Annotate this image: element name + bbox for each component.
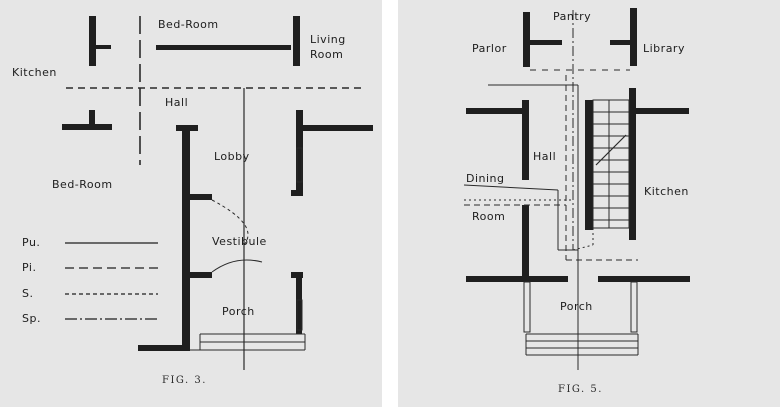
legend-key-sp: Sp. xyxy=(22,312,41,325)
label-porch: Porch xyxy=(222,305,255,318)
label-lobby: Lobby xyxy=(214,150,250,163)
label-living-room: Living Room xyxy=(310,33,346,61)
caption-fig-3: FIG. 3. xyxy=(162,375,207,386)
figure-3-floor-plan xyxy=(62,16,373,370)
caption-fig-5: FIG. 5. xyxy=(558,384,603,395)
label-bed-room-top: Bed-Room xyxy=(158,18,219,31)
label-hall: Hall xyxy=(165,96,189,109)
label-dining: Dining xyxy=(466,172,505,185)
label-kitchen: Kitchen xyxy=(644,185,689,198)
label-pantry: Pantry xyxy=(553,10,592,23)
label-porch: Porch xyxy=(560,300,593,313)
label-library: Library xyxy=(643,42,685,55)
legend-key-pu: Pu. xyxy=(22,236,41,249)
label-hall: Hall xyxy=(533,150,557,163)
figure-5-floor-plan xyxy=(463,8,690,370)
label-room: Room xyxy=(472,210,506,223)
legend-key-s: S. xyxy=(22,287,34,300)
label-parlor: Parlor xyxy=(472,42,507,55)
figure-3-panel: Bed-Room Living Room Kitchen Hall Lobby … xyxy=(0,0,382,407)
legend-key-pi: Pi. xyxy=(22,261,37,274)
label-kitchen: Kitchen xyxy=(12,66,57,79)
label-bed-room-bottom: Bed-Room xyxy=(52,178,113,191)
label-vestibule: Vestibule xyxy=(212,235,267,248)
figure-5-panel: Pantry Parlor Library Hall Dining Room K… xyxy=(398,0,780,407)
